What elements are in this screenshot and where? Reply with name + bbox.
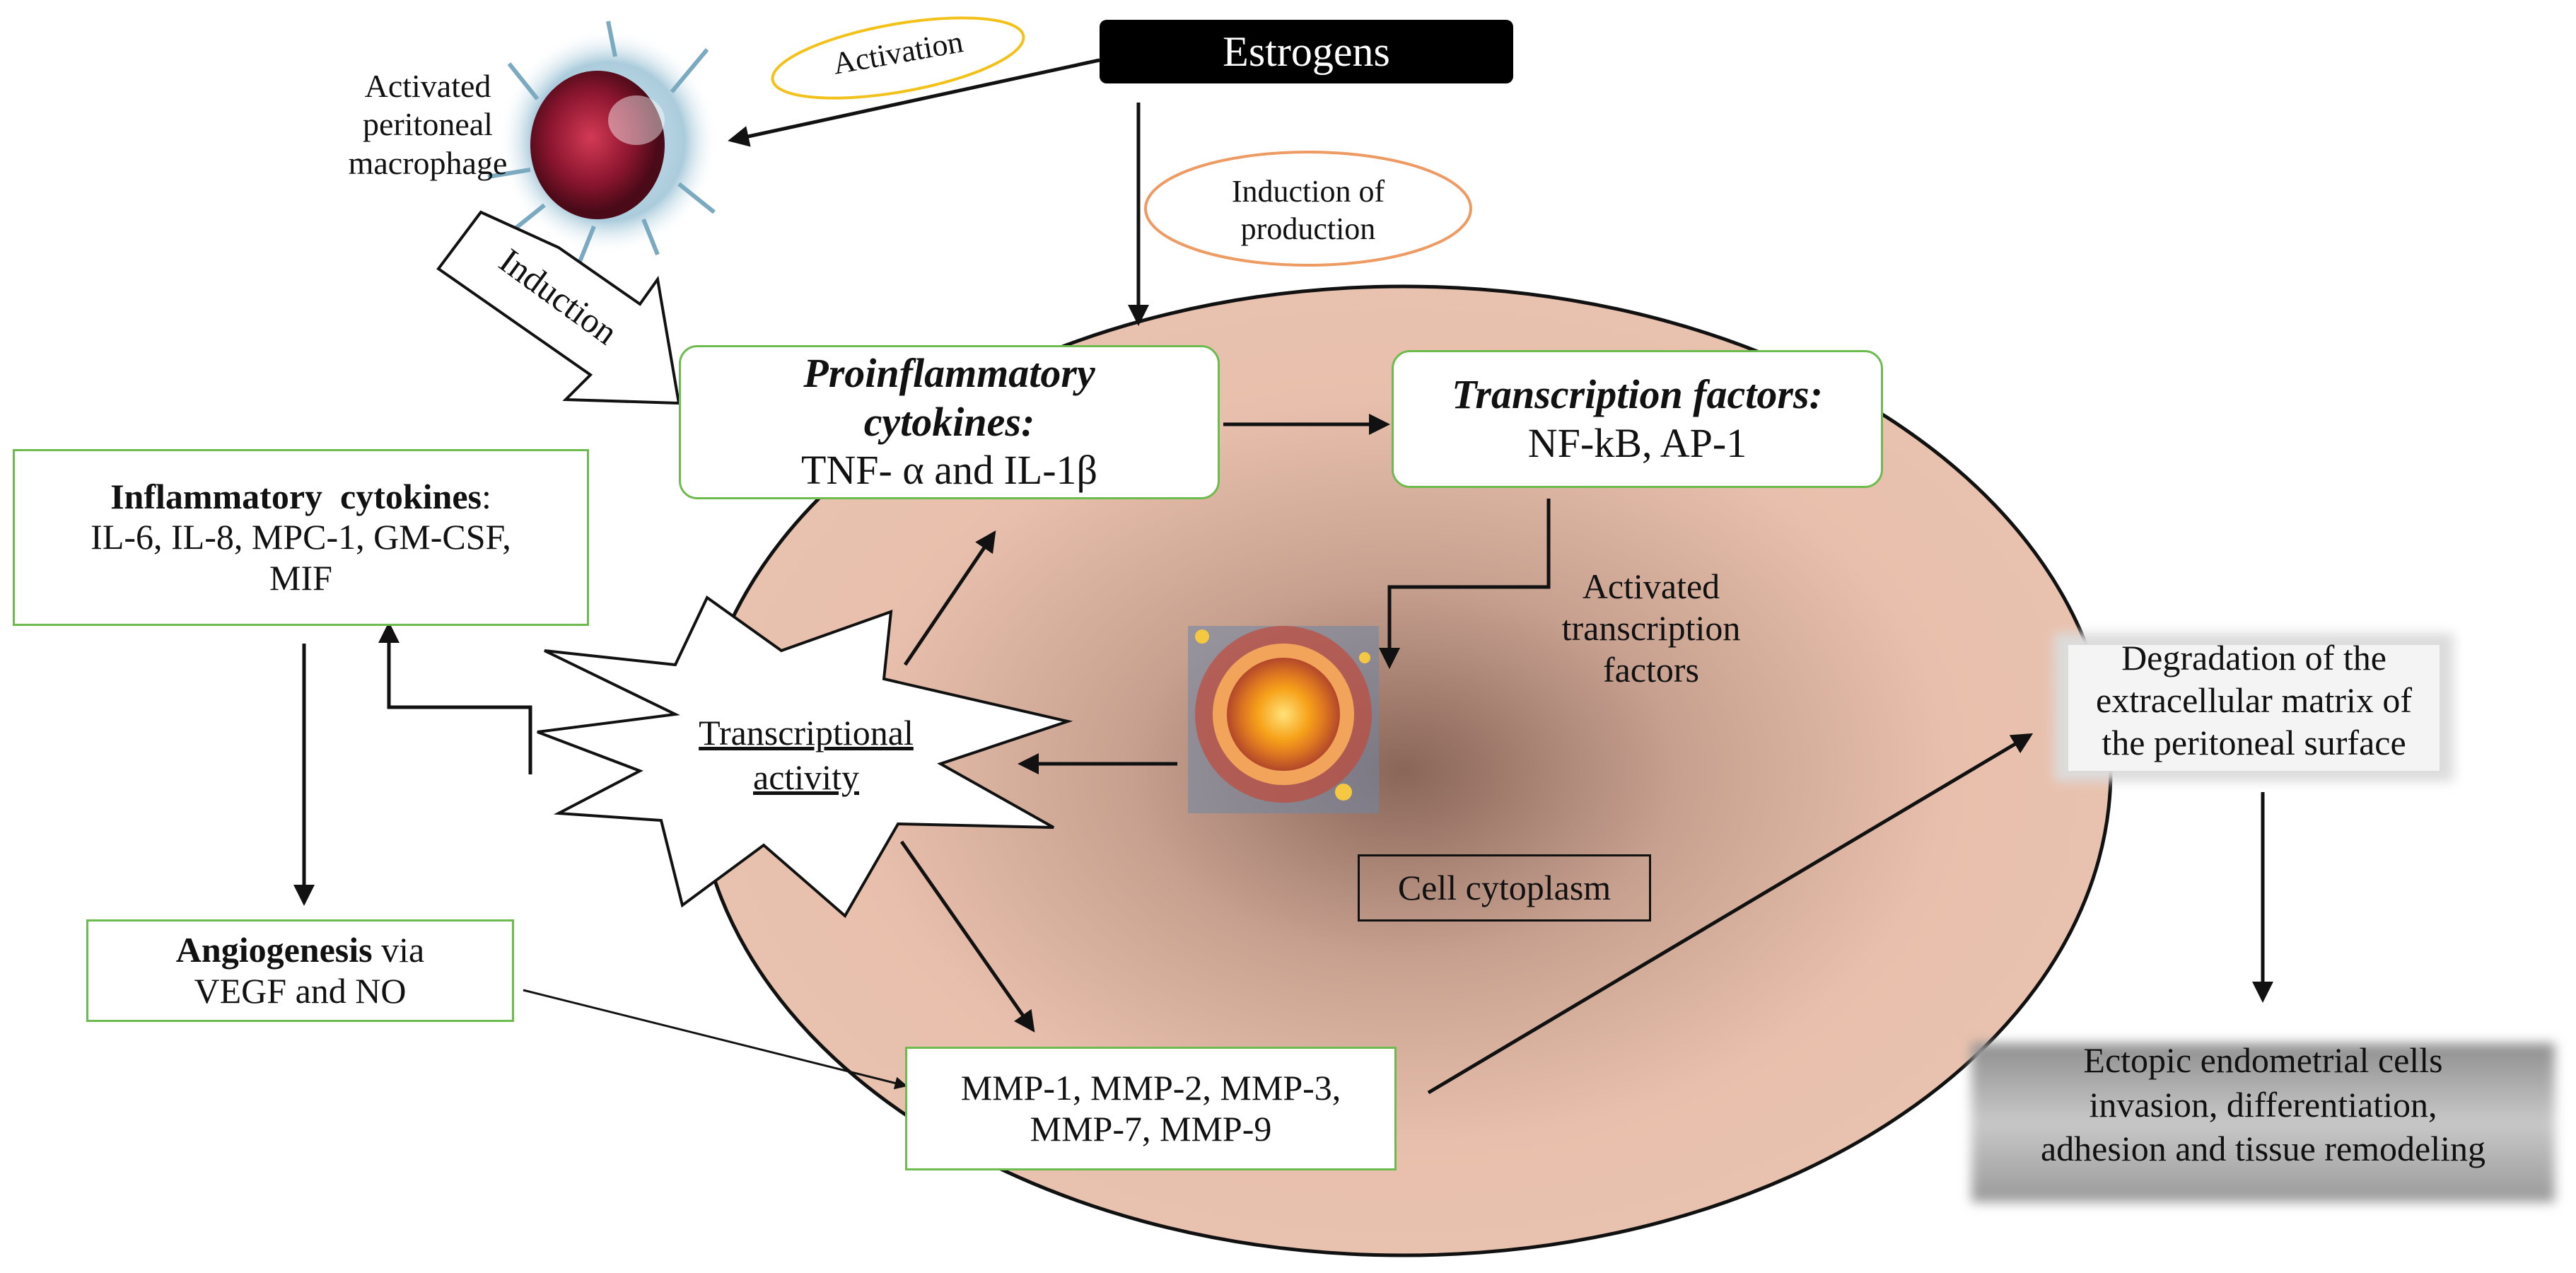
macrophage-label-line1: Activated	[364, 68, 491, 104]
macrophage-label-line2: peritoneal	[363, 106, 493, 143]
macrophage-label-line3: macrophage	[348, 144, 508, 181]
macrophage-label: Activated peritoneal macrophage	[332, 67, 523, 182]
proinflammatory-title-line1: Proinflammatory	[803, 350, 1095, 397]
angiogenesis-box: Angiogenesis via VEGF and NO	[86, 919, 514, 1022]
estrogens-label: Estrogens	[1100, 20, 1513, 83]
transcriptional-activity-label: Transcriptional activity	[665, 711, 948, 799]
activated-transcription-factors-label: Activated transcription factors	[1520, 566, 1782, 691]
transcriptional-activity-line2: activity	[753, 757, 859, 797]
ectopic-line1: Ectopic endometrial cells	[2083, 1040, 2443, 1080]
inflammatory-cytokines-line2: MIF	[269, 557, 332, 598]
inflammatory-cytokines-box: Inflammatory cytokines: IL-6, IL-8, MPC-…	[13, 449, 589, 626]
transcription-factors-box: Transcription factors: NF-kB, AP-1	[1392, 350, 1883, 488]
proinflammatory-title-line2: cytokines:	[863, 398, 1035, 445]
activated-tf-line1: Activated	[1582, 566, 1720, 606]
inflammatory-cytokines-colon: :	[482, 476, 491, 516]
degradation-line3: the peritoneal surface	[2102, 723, 2406, 762]
degradation-inner	[2068, 645, 2440, 771]
ectopic-bg	[1971, 1043, 2555, 1202]
proinflammatory-cytokines-box: Proinflammatory cytokines: TNF- α and IL…	[679, 345, 1220, 499]
angiogenesis-line1: Angiogenesis via	[176, 930, 424, 971]
degradation-line1: Degradation of the	[2121, 638, 2386, 678]
inflammatory-cytokines-title: Inflammatory cytokines	[110, 476, 482, 516]
transcriptional-activity-line1: Transcriptional	[699, 713, 914, 752]
inflammatory-cytokines-line1: IL-6, IL-8, MPC-1, GM-CSF,	[91, 517, 511, 557]
macrophage-image	[487, 21, 718, 263]
angiogenesis-line2: VEGF and NO	[194, 970, 407, 1011]
ectopic-line3: adhesion and tissue remodeling	[2040, 1129, 2486, 1168]
transcription-factors-title: Transcription factors:	[1452, 371, 1823, 418]
induction-production-line1: Induction of	[1231, 174, 1385, 209]
proinflammatory-items: TNF- α and IL-1β	[800, 447, 1098, 494]
connectors	[293, 58, 2273, 1095]
activated-tf-line3: factors	[1602, 650, 1700, 690]
mmp-line2: MMP-7, MMP-9	[1030, 1108, 1272, 1149]
transcription-factors-items: NF-kB, AP-1	[1527, 419, 1747, 466]
cell-cytoplasm-label: Cell cytoplasm	[1358, 854, 1651, 922]
ectopic-label: Ectopic endometrial cells invasion, diff…	[1971, 1038, 2555, 1171]
angiogenesis-to-mmp-connector	[523, 989, 908, 1090]
degradation-line2: extracellular matrix of	[2096, 680, 2412, 720]
mmp-box: MMP-1, MMP-2, MMP-3, MMP-7, MMP-9	[905, 1047, 1397, 1170]
nucleus-image	[1188, 626, 1379, 813]
activated-tf-line2: transcription	[1561, 608, 1741, 648]
inflammatory-cytokines-title-row: Inflammatory cytokines:	[110, 477, 491, 518]
degradation-label: Degradation of the extracellular matrix …	[2054, 636, 2454, 764]
activation-oval	[771, 16, 1025, 100]
transcriptional-activity-burst	[537, 595, 1073, 919]
induction-production-label: Induction of production	[1167, 173, 1450, 248]
mmp-line1: MMP-1, MMP-2, MMP-3,	[960, 1068, 1341, 1108]
ectopic-line2: invasion, differentiation,	[2089, 1084, 2437, 1124]
angiogenesis-via: via	[372, 930, 425, 970]
angiogenesis-bold: Angiogenesis	[175, 930, 373, 970]
induction-production-line2: production	[1240, 211, 1376, 246]
induction-production-oval	[1144, 151, 1472, 267]
